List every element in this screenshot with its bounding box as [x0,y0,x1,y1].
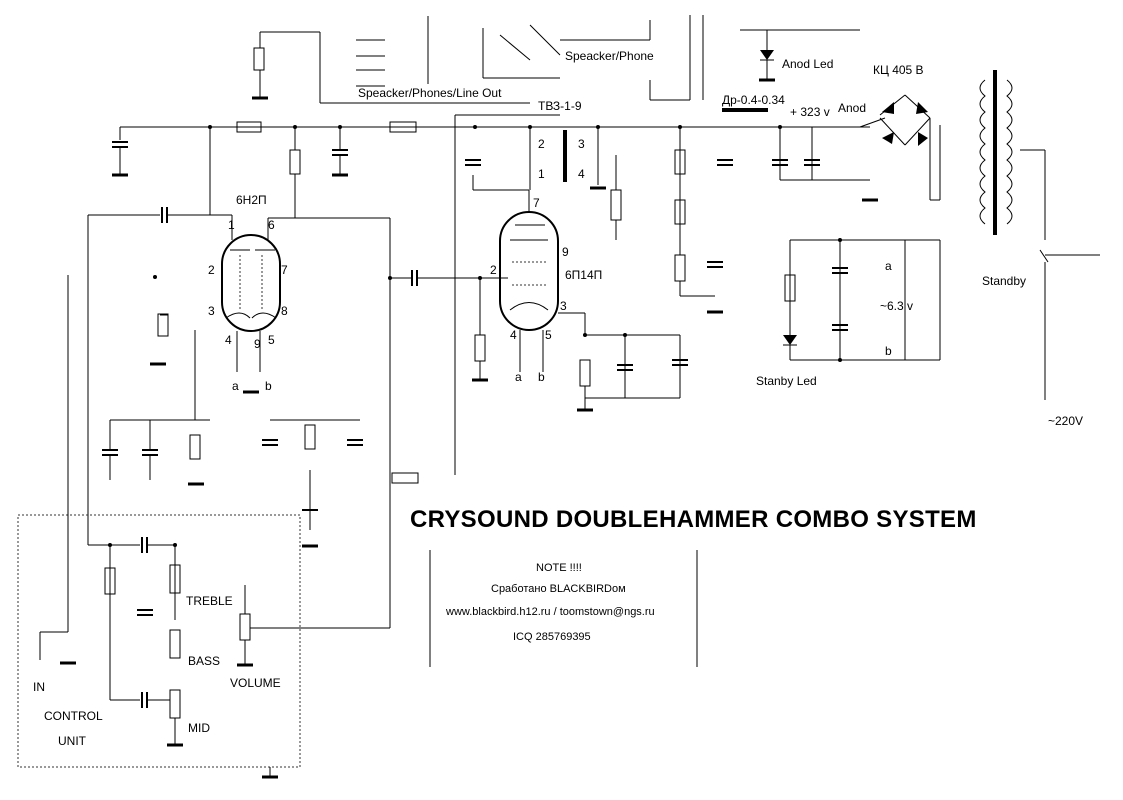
tube2-pin-5: 5 [545,328,552,342]
label-mains: ~220V [1048,414,1083,428]
label-output-transformer: ТВЗ-1-9 [538,99,582,113]
label-speaker-phone: Speacker/Phone [565,49,654,63]
tube1-pin-6: 6 [268,218,275,232]
tube2-pin-7: 7 [533,196,540,210]
label-mid: MID [188,721,210,735]
tube-6p14p [465,159,688,412]
mains-transformer [979,70,1100,400]
label-stanby-led: Stanby Led [756,374,817,388]
label-heater-voltage: ~6.3 v [880,299,913,313]
tube2-pin-9: 9 [562,245,569,259]
junction-dots [108,125,842,547]
filter-stage [112,121,417,218]
coupling-cap [390,270,508,382]
tube2-heater-b: b [538,370,545,384]
label-treble: TREBLE [186,594,233,608]
tube-6n2p [87,207,391,628]
tube1-pin-5: 5 [268,333,275,347]
label-anod-led: Anod Led [782,57,833,71]
label-speaker-phones-line-out: Speacker/Phones/Line Out [358,86,502,100]
transformer-pin-4: 4 [578,167,585,181]
label-volume: VOLUME [230,676,281,690]
control-unit [17,275,390,779]
psu-filter [674,127,878,314]
hv-rail [120,108,870,475]
tube1-pin-9: 9 [254,337,261,351]
note-icq: ICQ 285769395 [513,631,591,643]
label-standby: Standby [982,274,1026,288]
transformer-pin-1: 1 [538,167,545,181]
tube1-heater-b: b [265,379,272,393]
tube1-heater-a: a [232,379,239,393]
label-tube-6p14p: 6П14П [565,268,602,282]
heater-standby-circuit [783,239,941,361]
label-control-unit-2: UNIT [58,734,87,748]
tube1-pin-7: 7 [281,263,288,277]
note-contacts: www.blackbird.h12.ru / toomstown@ngs.ru [445,606,655,618]
label-tube-6n2p: 6Н2П [236,193,267,207]
tube1-pin-8: 8 [281,304,288,318]
tube1-pin-3: 3 [208,304,215,318]
note-author: Сработано BLACKBIRDом [491,583,626,595]
tube2-pin-4: 4 [510,328,517,342]
tube2-heater-a: a [515,370,522,384]
transformer-pin-3: 3 [578,137,585,151]
tube1-pin-1: 1 [228,218,235,232]
tube1-pin-4: 4 [225,333,232,347]
anod-led-circuit [740,29,860,82]
heater-b: b [885,344,892,358]
tube2-pin-2: 2 [490,263,497,277]
transformer-pin-2: 2 [538,137,545,151]
bridge-rectifier [859,94,941,201]
label-bridge: КЦ 405 В [873,63,924,77]
heater-a: a [885,259,892,273]
output-switch-section [252,15,704,104]
label-control-unit-1: CONTROL [44,709,103,723]
tube2-pin-3: 3 [560,299,567,313]
note-frame [429,550,698,667]
note-heading: NOTE !!!! [536,562,582,574]
label-choke: Др-0.4-0.34 [722,93,785,107]
cathode-network-1 [102,313,419,548]
label-bass: BASS [188,654,220,668]
schematic-title: CRYSOUND DOUBLEHAMMER COMBO SYSTEM [410,506,977,533]
label-in: IN [33,680,45,694]
label-anod: Anod [838,101,866,115]
output-transformer [529,127,622,240]
label-anode-voltage: + 323 v [790,105,830,119]
tube1-pin-2: 2 [208,263,215,277]
